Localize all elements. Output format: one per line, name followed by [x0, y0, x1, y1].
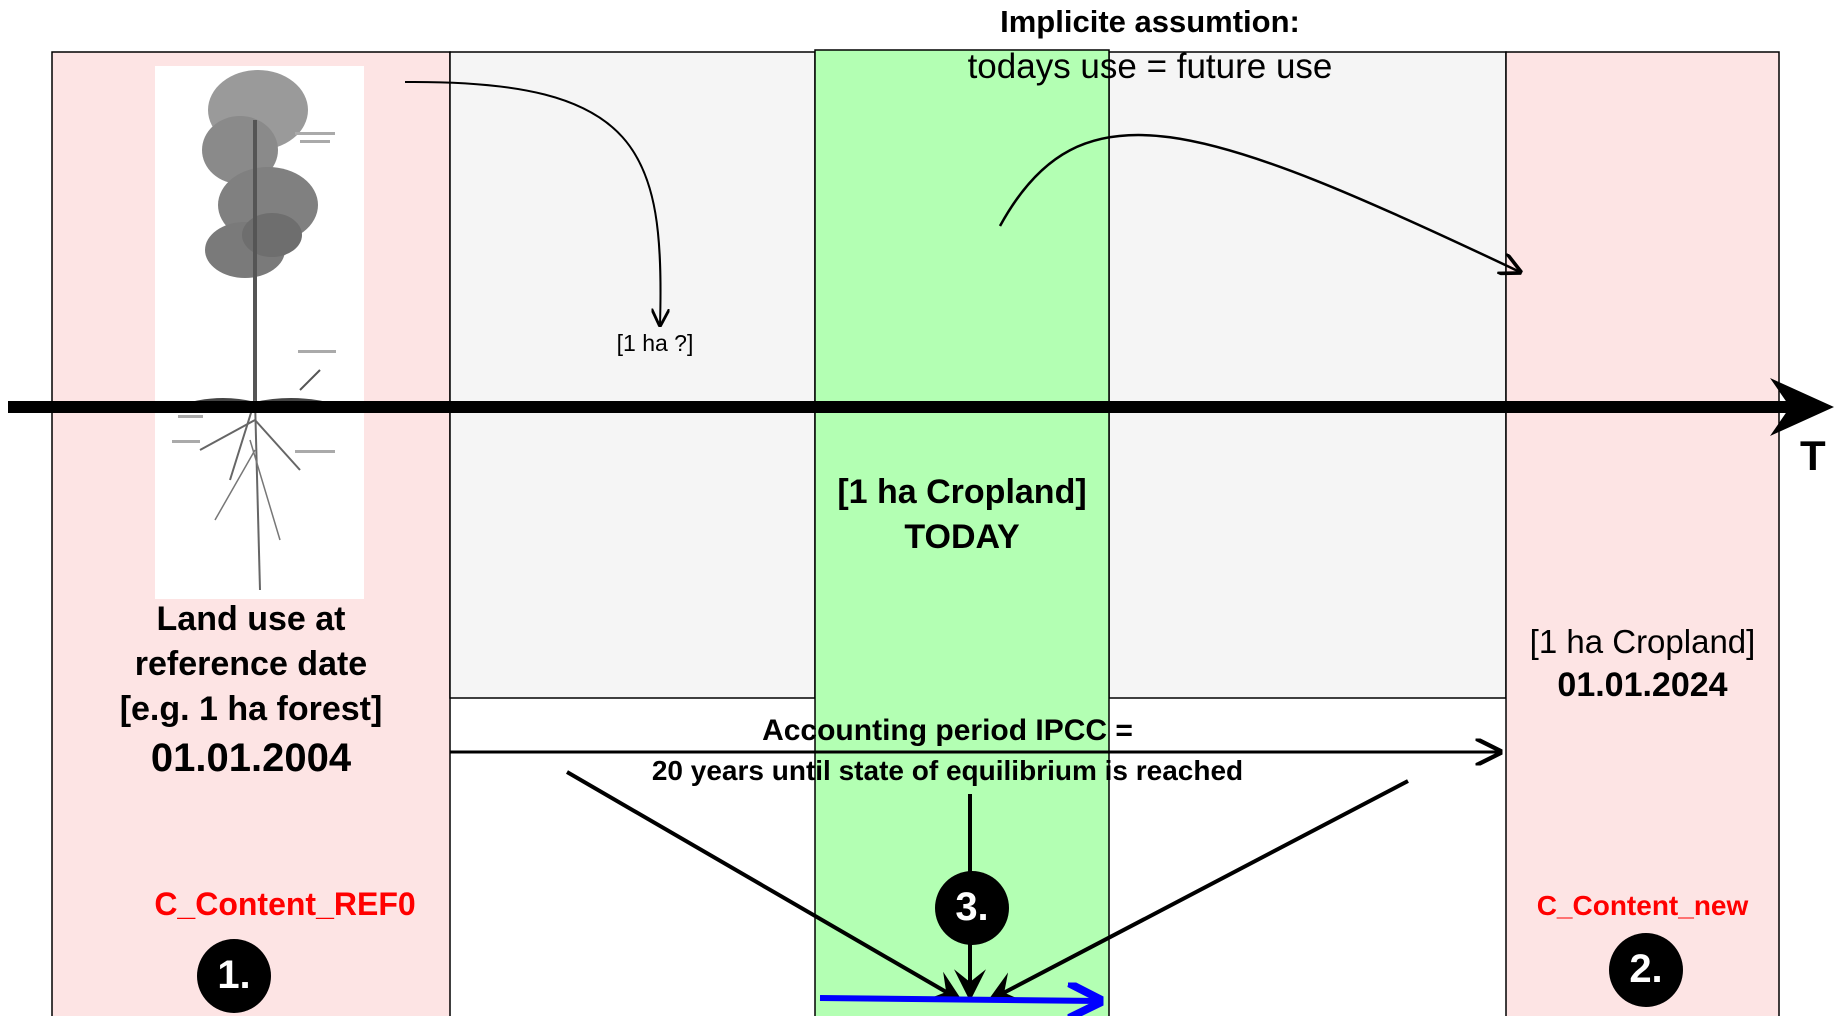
assumption-text: todays use = future use: [967, 47, 1333, 86]
reference-line-3: [e.g. 1 ha forest]: [119, 690, 383, 728]
future-column: [1505, 51, 1780, 1016]
c-content-ref0-label: C_Content_REF0: [154, 886, 416, 922]
equilibrium-arrow: [819, 998, 1100, 1001]
transition-arrow: [404, 80, 661, 325]
c-content-new-label: C_Content_new: [1536, 890, 1749, 921]
step-3-label: 3.: [955, 885, 989, 929]
step-2-label: 2.: [1629, 947, 1663, 991]
today-line-1: [1 ha Cropland]: [837, 473, 1087, 511]
today-column: [814, 49, 1110, 1016]
step-2-circle: [1609, 933, 1683, 1007]
assumption-arrow: [998, 133, 1520, 272]
axis-label: T: [1800, 432, 1826, 479]
time-axis-arrowhead: [1770, 378, 1834, 436]
step-3-circle: [935, 871, 1009, 945]
reference-date: 01.01.2004: [150, 736, 352, 780]
reference-line-2: reference date: [134, 645, 368, 683]
future-date: 01.01.2024: [1557, 666, 1728, 704]
assumption-title: Implicite assumtion:: [1000, 4, 1300, 39]
transition-label: [1 ha ?]: [616, 330, 694, 356]
step-1-circle: [197, 939, 271, 1013]
today-line-2: TODAY: [904, 518, 1020, 556]
left-converging-arrow: [565, 770, 963, 1002]
transition-box-right: [1108, 51, 1507, 699]
transition-box-left: [449, 51, 816, 699]
future-line-1: [1 ha Cropland]: [1529, 623, 1756, 660]
tree-illustration: [155, 66, 364, 599]
accounting-line-2: 20 years until state of equilibrium is r…: [651, 755, 1244, 786]
step-1-label: 1.: [217, 953, 251, 997]
reference-line-1: Land use at: [156, 600, 346, 638]
accounting-line-1: Accounting period IPCC =: [762, 714, 1133, 747]
right-converging-arrow: [987, 779, 1409, 1002]
